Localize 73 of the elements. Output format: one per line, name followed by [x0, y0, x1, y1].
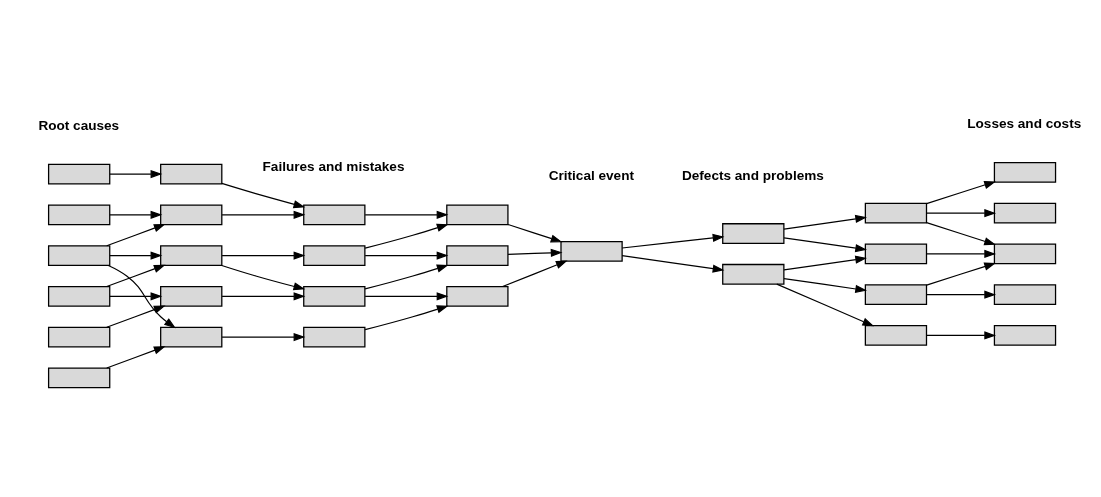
arrow — [109, 210, 163, 219]
node-box — [560, 240, 623, 262]
arrow — [621, 254, 725, 273]
arrow — [783, 236, 867, 252]
label: Critical event — [548, 167, 634, 183]
arrow — [364, 291, 449, 300]
node-box — [47, 244, 111, 266]
arrow — [106, 305, 166, 328]
arrow — [109, 291, 163, 300]
node-box — [722, 263, 785, 285]
arrow — [783, 214, 867, 230]
arrow — [106, 223, 166, 246]
arrow — [106, 345, 166, 369]
arrow — [221, 264, 306, 290]
arrow — [783, 277, 867, 293]
node-box — [993, 243, 1057, 264]
arrow — [364, 250, 449, 260]
arrow — [926, 330, 997, 339]
arrow — [109, 250, 163, 260]
node-box — [160, 203, 223, 225]
arrow — [109, 169, 163, 178]
node-box — [160, 163, 223, 184]
arrow — [926, 208, 997, 217]
node-box — [160, 326, 223, 347]
arrow — [221, 210, 306, 219]
node-box — [864, 283, 928, 305]
node-box — [993, 161, 1057, 183]
node-box — [993, 324, 1057, 346]
arrow — [926, 290, 997, 299]
node-box — [993, 202, 1057, 224]
arrow — [507, 248, 563, 257]
node-box — [864, 202, 928, 224]
label: Root causes — [38, 117, 120, 133]
node-box — [47, 326, 111, 347]
node-box — [446, 244, 509, 266]
node-box — [303, 244, 366, 266]
arrow — [926, 180, 996, 204]
arrow — [364, 264, 449, 289]
label: Defects and problems — [681, 167, 824, 183]
node-box — [446, 203, 509, 225]
node-box — [303, 326, 366, 347]
node-box — [446, 285, 509, 307]
node-box — [303, 203, 366, 225]
arrow — [364, 210, 449, 219]
node-box — [864, 243, 928, 264]
label: Failures and mistakes — [262, 158, 405, 174]
node-box — [160, 244, 223, 266]
arrow — [926, 262, 996, 286]
arrow — [364, 223, 449, 249]
arrow — [107, 264, 176, 328]
arrow — [783, 255, 867, 271]
arrow — [106, 264, 166, 287]
node-box — [993, 283, 1057, 305]
arrow — [221, 291, 306, 300]
arrow — [621, 233, 725, 249]
arrow — [221, 182, 306, 208]
node-box — [864, 324, 928, 346]
arrow — [221, 332, 306, 341]
node-box — [303, 285, 366, 307]
arrow — [221, 250, 306, 260]
node-box — [47, 203, 111, 225]
arrow — [507, 223, 563, 242]
node-box — [722, 222, 785, 244]
arrow — [776, 283, 875, 326]
label: Losses and costs — [967, 115, 1082, 131]
node-box — [47, 285, 111, 307]
node-box — [47, 366, 111, 388]
arrow — [926, 221, 996, 245]
arrow — [364, 304, 449, 330]
arrow — [502, 260, 568, 287]
arrow — [926, 249, 997, 258]
node-box — [47, 163, 111, 184]
node-box — [160, 285, 223, 307]
